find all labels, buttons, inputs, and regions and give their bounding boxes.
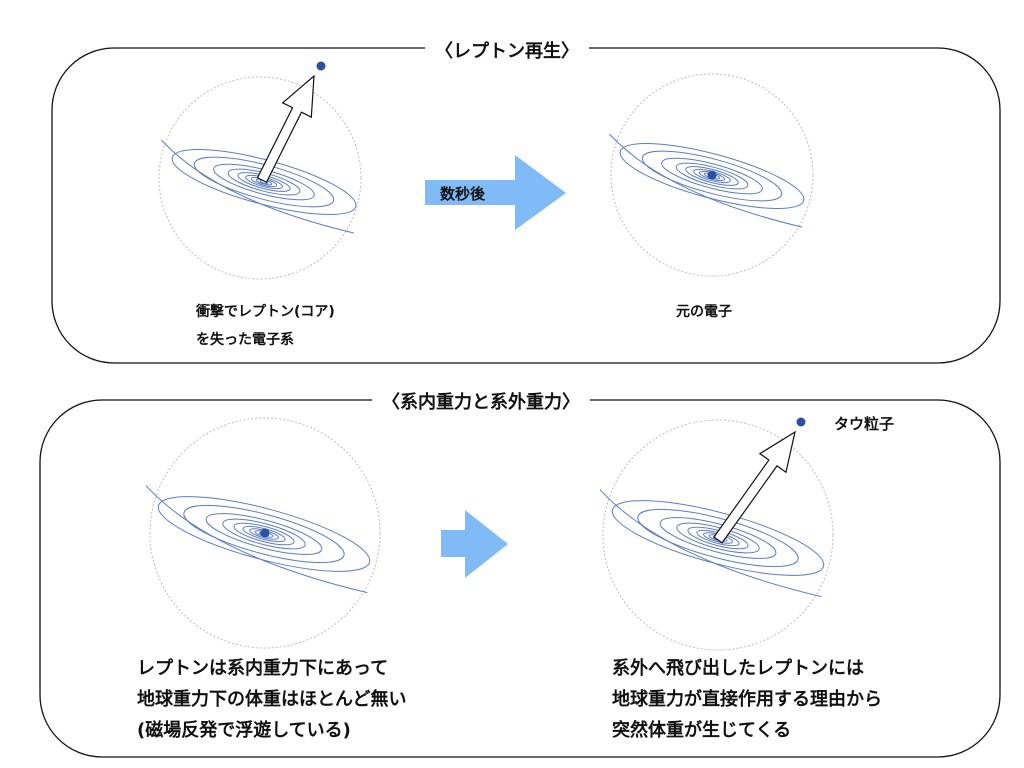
ejection-arrow — [256, 74, 315, 184]
orbit-ellipse — [233, 522, 295, 546]
orbit-group — [599, 489, 825, 598]
caption-left-line2: を失った電子系 — [196, 332, 294, 348]
orbit-group — [145, 485, 371, 594]
left-text-line3: (磁場反発で浮遊している) — [137, 720, 351, 741]
left-text-line2: 地球重力下の体重はほとんど無い — [137, 689, 407, 710]
lepton-particle — [707, 170, 717, 180]
orbit-ellipse — [193, 156, 335, 208]
orbit-ellipse — [637, 508, 799, 568]
system-bottom-left — [145, 417, 381, 649]
flow-arrow-bottom — [441, 510, 508, 578]
orbit-spiral-arc — [161, 139, 354, 234]
panel-bottom-title: 〈系内重力と系外重力〉 — [372, 388, 590, 414]
right-text-line2: 地球重力が直接作用する理由から — [612, 689, 882, 710]
orbit-ellipse — [222, 518, 306, 550]
left-text-line1: レプトンは系内重力下にあって — [137, 658, 389, 679]
sphere-outline — [610, 73, 814, 277]
flow-arrow-label: 数秒後 — [440, 185, 486, 203]
orbit-ellipse — [685, 166, 739, 186]
sphere-outline — [149, 417, 381, 649]
orbit-group — [609, 133, 805, 228]
orbit-spiral-arc — [599, 489, 822, 598]
orbit-ellipse — [641, 150, 783, 202]
caption-left-line1: 衝撃でレプトン(コア) — [196, 304, 335, 320]
lepton-particle — [260, 528, 270, 538]
lepton-particle — [316, 61, 326, 71]
sphere-outline — [158, 76, 362, 280]
orbit-ellipse — [675, 162, 749, 190]
orbit-spiral-arc — [145, 485, 368, 594]
ejection-arrow — [713, 430, 796, 544]
system-bottom-right — [599, 417, 834, 651]
caption-right: 元の電子 — [676, 304, 732, 320]
orbit-spiral-arc — [609, 133, 802, 228]
orbit-ellipse — [171, 149, 357, 215]
orbit-ellipse — [661, 157, 763, 195]
panel-top-title: 〈レプトン再生〉 — [425, 37, 589, 63]
sphere-outline — [602, 419, 834, 651]
orbit-ellipse — [205, 513, 323, 555]
system-top-right — [609, 73, 814, 277]
right-text-line1: 系外へ飛び出したレプトンには — [612, 658, 864, 679]
orbit-group — [161, 139, 357, 234]
system-top-left — [158, 61, 362, 280]
particle-label: タウ粒子 — [834, 415, 895, 433]
orbit-ellipse — [659, 517, 777, 559]
right-text-line3: 突然体重が生じてくる — [612, 720, 792, 741]
flow-arrow-top — [425, 155, 566, 230]
lepton-particle — [796, 417, 806, 427]
orbit-ellipse — [183, 504, 345, 564]
